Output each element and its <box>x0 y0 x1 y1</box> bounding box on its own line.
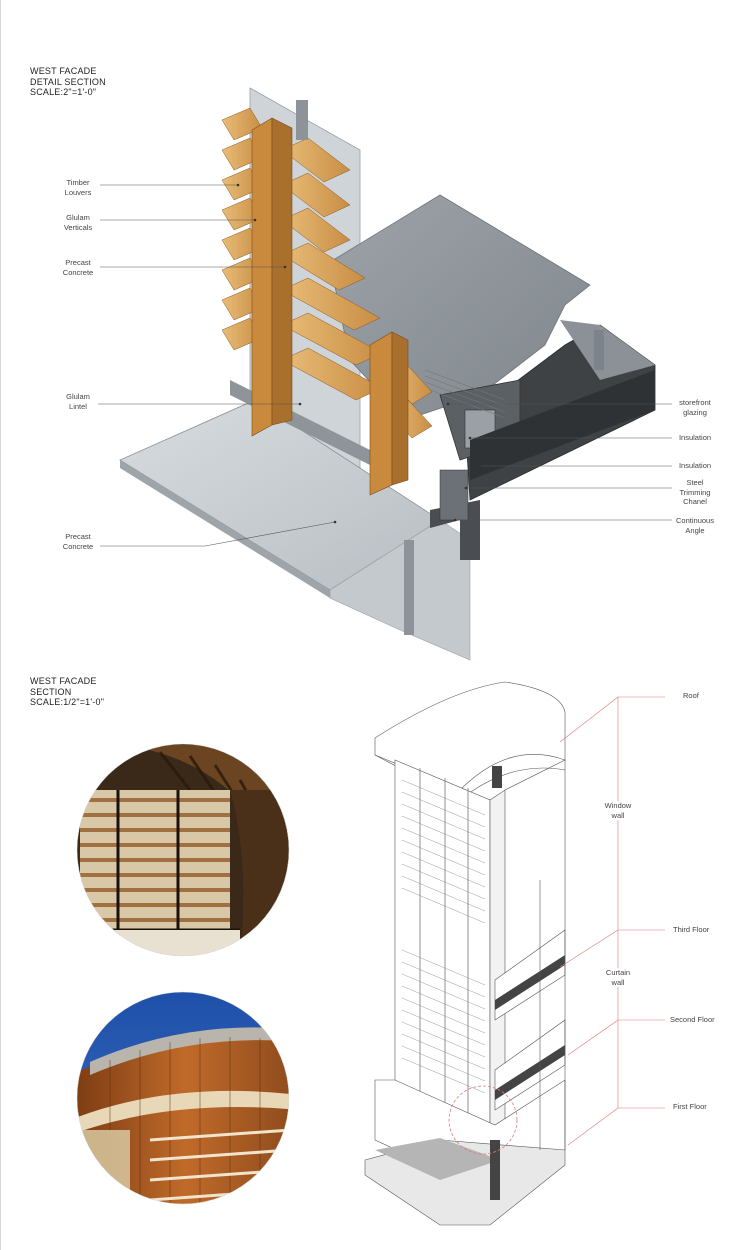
steel-trimming-channel <box>439 469 469 521</box>
ground-slab-fill <box>375 1138 500 1180</box>
zone-line: wall <box>611 810 625 820</box>
timber-louver-long <box>281 207 351 253</box>
label-precast-concrete-upper: Precast Concrete <box>58 258 98 277</box>
label-line: Insulation <box>678 461 712 470</box>
zone-label-curtain-wall: Curtain wall <box>600 968 636 987</box>
label-line: Angle <box>685 525 705 535</box>
right-leader-lines <box>448 403 672 521</box>
insulation-band <box>470 370 655 480</box>
glulam-vertical-side <box>391 331 409 486</box>
page-edge-rule <box>0 0 1 1250</box>
third-floor-slab <box>494 929 566 1021</box>
label-line: Glulam <box>66 392 90 401</box>
label-line: Precast <box>65 258 91 267</box>
label-precast-concrete-lower: Precast Concrete <box>58 532 98 551</box>
top-steel-bracket <box>296 100 308 140</box>
label-line: Chanel <box>683 497 707 506</box>
label-insulation-2: Insulation <box>672 461 718 471</box>
roof-drain-pipe <box>594 330 604 370</box>
detail-callout-circle <box>448 1085 518 1155</box>
section-title-line: SECTION <box>30 686 72 697</box>
glulam-vertical-front <box>369 331 393 496</box>
timber-louver-long <box>281 137 351 183</box>
zone-line: wall <box>611 977 625 987</box>
detail-section-title: WEST FACADE DETAIL SECTION SCALE:2"=1'-0… <box>30 66 106 98</box>
label-line: Louvers <box>64 187 92 197</box>
section-title-line: WEST FACADE <box>30 676 97 686</box>
level-label-roof: Roof <box>683 691 699 700</box>
detail-title-line: DETAIL SECTION <box>30 76 106 87</box>
label-line: Concrete <box>62 541 94 551</box>
parapet-top <box>560 320 655 380</box>
photo-frame-1 <box>76 743 290 957</box>
label-glulam-lintel: Glulam Lintel <box>58 392 98 411</box>
left-leader-lines <box>98 184 336 547</box>
label-line: glazing <box>683 407 707 417</box>
timber-louver-long <box>281 277 381 331</box>
leader-dots <box>236 183 482 524</box>
detail-title-line: WEST FACADE <box>30 66 97 76</box>
level-label-third-floor: Third Floor <box>673 925 710 934</box>
level-dimension-lines <box>559 696 665 1146</box>
photo-cedar-exterior <box>77 992 289 1204</box>
label-glulam-verticals: Glulam Verticals <box>58 213 98 232</box>
floor-slab-edge <box>120 460 330 598</box>
base-beam-cut <box>490 1140 500 1200</box>
label-line: Insulation <box>678 433 712 442</box>
label-insulation-1: Insulation <box>672 433 718 443</box>
label-continuous-angle: Continuous Angle <box>672 516 718 535</box>
section-scale-line: SCALE:1/2"=1'-0" <box>30 697 105 707</box>
level-label-second-floor: Second Floor <box>670 1015 715 1024</box>
facade-front <box>394 759 491 1141</box>
photo-louver-interior <box>77 744 289 956</box>
roof-beam-cut <box>492 766 502 788</box>
timber-louver-long <box>281 172 351 218</box>
label-line: Verticals <box>63 222 93 232</box>
level-label-first-floor: First Floor <box>673 1102 707 1111</box>
label-line: Timber <box>66 178 90 187</box>
label-storefront-glazing: storefront glazing <box>672 398 718 417</box>
label-line: Lintel <box>69 401 87 411</box>
photo-frame-2 <box>76 991 290 1205</box>
lower-mullion <box>404 540 414 635</box>
label-line: Glulam <box>66 213 90 222</box>
curved-roof <box>374 681 566 791</box>
label-timber-louvers: Timber Louvers <box>58 178 98 197</box>
label-line: storefront <box>679 398 711 407</box>
detail-scale-line: SCALE:2"=1'-0" <box>30 87 97 97</box>
label-line: Concrete <box>62 267 94 277</box>
vent-grille <box>424 369 506 419</box>
glulam-vertical-front <box>251 117 273 437</box>
zone-line: Window <box>604 801 632 810</box>
section-title: WEST FACADE SECTION SCALE:1/2"=1'-0" <box>30 676 104 708</box>
section-axonometric-drawing <box>364 681 566 1226</box>
label-line: Trimming <box>679 487 711 497</box>
label-line: Continuous <box>676 516 714 525</box>
zone-label-window-wall: Window wall <box>600 801 636 820</box>
label-steel-trimming-chanel: Steel Trimming Chanel <box>672 478 718 507</box>
zone-line: Curtain <box>605 968 631 977</box>
timber-louver-long <box>281 242 366 291</box>
glulam-vertical-side <box>271 117 293 426</box>
label-line: Steel <box>686 478 704 487</box>
label-line: Precast <box>65 532 91 541</box>
